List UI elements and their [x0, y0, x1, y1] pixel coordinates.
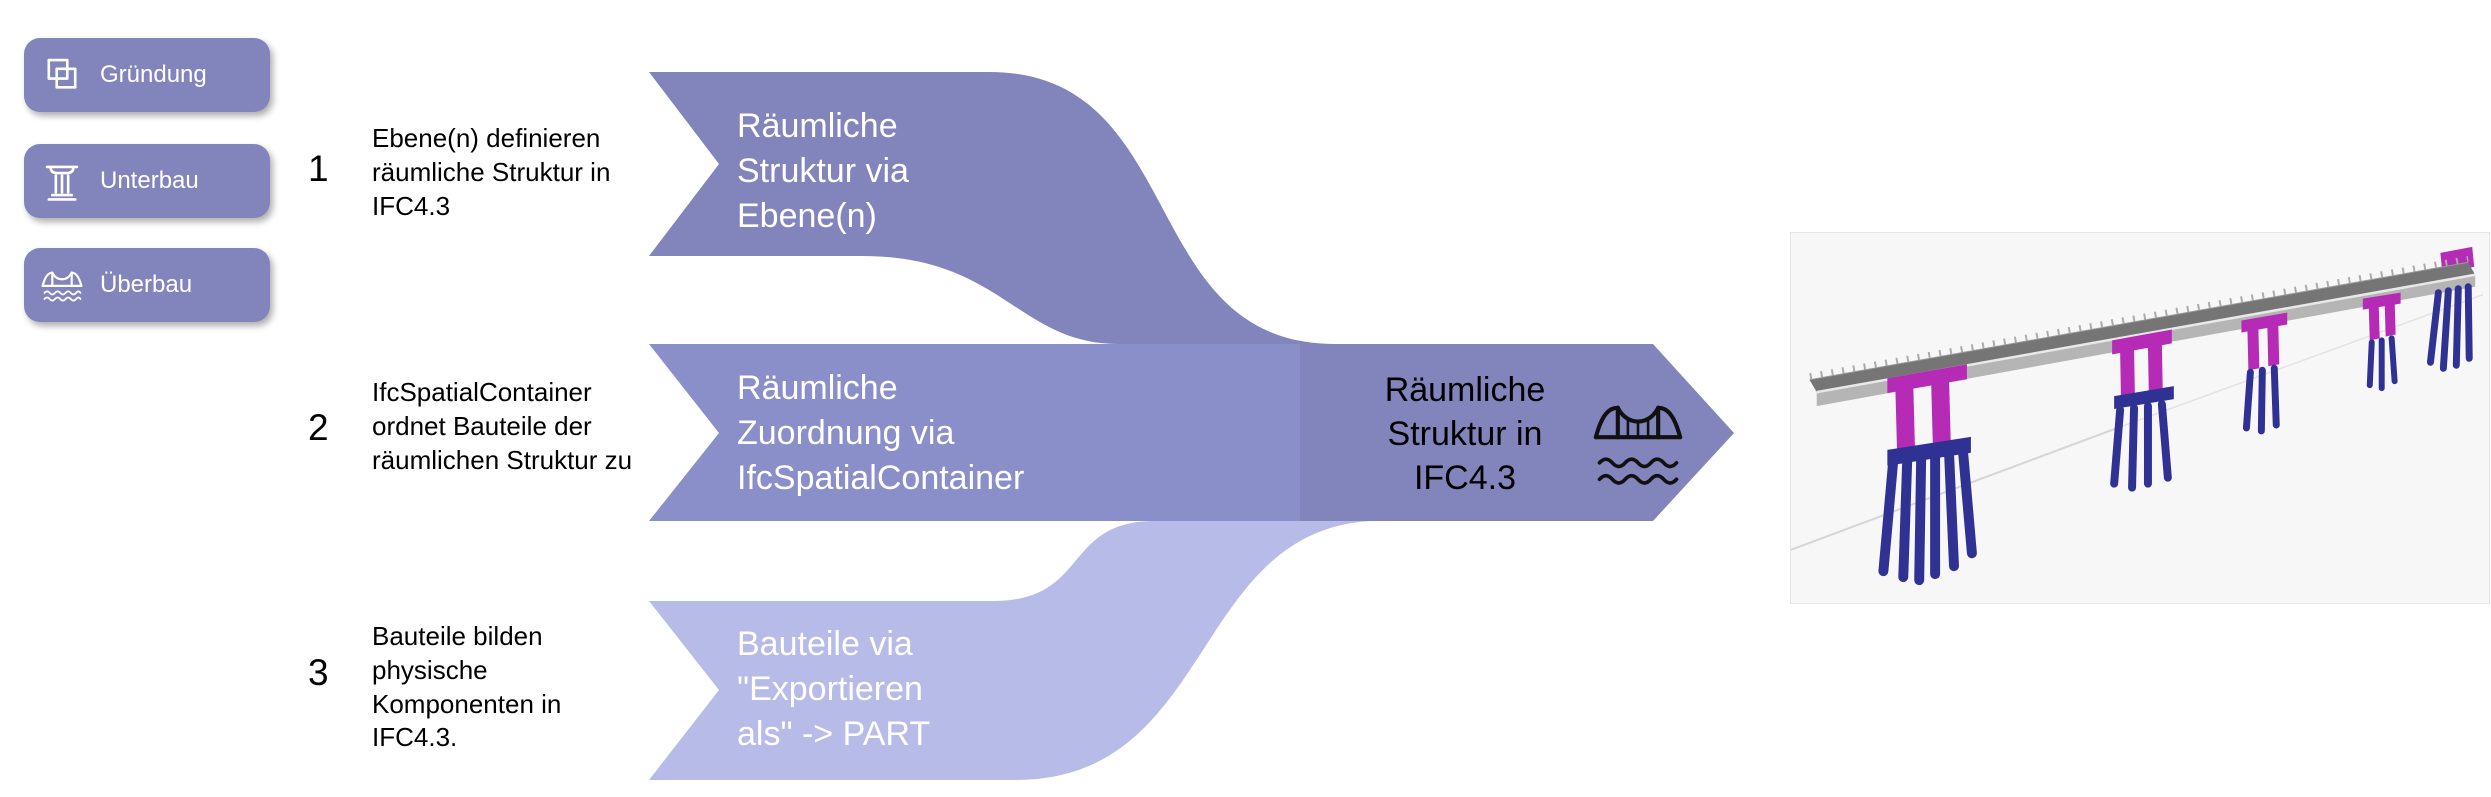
pier-group-4 — [2362, 292, 2401, 392]
legend-button-gruendung[interactable]: Gründung — [24, 38, 270, 112]
step-description-2: IfcSpatialContainer ordnet Bauteile der … — [372, 377, 633, 475]
bridge-render-panel — [1790, 232, 2490, 604]
step-description-1: Ebene(n) definieren räumliche Struktur i… — [372, 123, 611, 221]
terrain-line — [2119, 293, 2484, 428]
pier-group-2 — [2110, 329, 2174, 492]
step-number-2: 2 — [308, 407, 329, 448]
legend-button-unterbau[interactable]: Unterbau — [24, 144, 270, 218]
legend-button-ueberbau[interactable]: Überbau — [24, 248, 270, 322]
foundation-icon — [47, 58, 77, 89]
bridge-render-image — [1791, 246, 2484, 586]
legend-label-gruendung: Gründung — [100, 61, 207, 88]
arrow-label-2: Räumliche Zuordnung via IfcSpatialContai… — [737, 369, 1025, 497]
flow-band-3 — [649, 521, 1370, 780]
flow-band-1 — [649, 72, 1335, 344]
pier-group-3 — [2241, 312, 2288, 435]
legend-label-ueberbau: Überbau — [100, 271, 193, 298]
step-number-1: 1 — [308, 148, 329, 189]
pier-group-1 — [1878, 364, 1977, 586]
abutment-piles — [2426, 283, 2473, 372]
bridge-icon — [41, 271, 83, 302]
legend-label-unterbau: Unterbau — [100, 167, 199, 194]
bridge-icon — [1593, 405, 1683, 485]
result-label: Räumliche Struktur in IFC4.3 — [1384, 371, 1546, 498]
step-description-3: Bauteile bilden physische Komponenten in… — [372, 621, 562, 753]
bridge-road-surface — [1809, 262, 2476, 393]
flow-band-2 — [649, 344, 1430, 521]
step-number-3: 3 — [308, 652, 329, 693]
arrow-label-1: Räumliche Struktur via Ebene(n) — [737, 107, 909, 235]
column-icon — [45, 165, 79, 201]
arrow-label-3: Bauteile via "Exportieren als" -> PART — [737, 625, 931, 753]
